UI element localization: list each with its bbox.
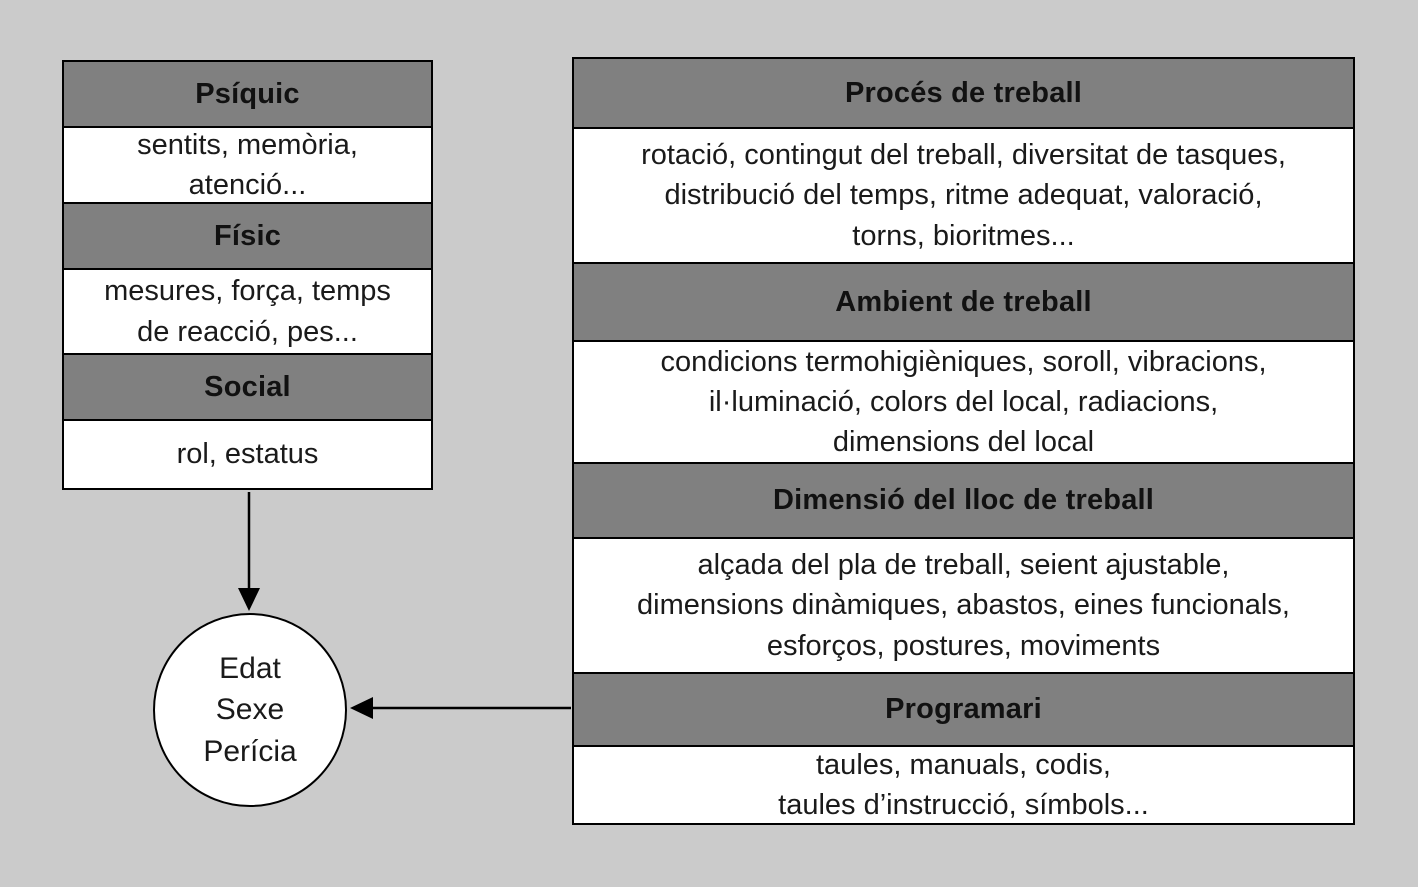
section-content-psiquic: sentits, memòria, atenció... <box>64 128 431 204</box>
section-header-proces-de-treball: Procés de treball <box>574 59 1353 129</box>
section-content-ambient-de-treball: condicions termohigièniques, soroll, vib… <box>574 342 1353 464</box>
section-content-dimensio-del-lloc: alçada del pla de treball, seient ajusta… <box>574 539 1353 674</box>
section-header-programari: Programari <box>574 674 1353 747</box>
work-factors-table: Procés de treball rotació, contingut del… <box>572 57 1355 825</box>
section-header-social: Social <box>64 355 431 421</box>
left-arrow <box>350 697 571 719</box>
individual-factors-circle: Edat Sexe Perícia <box>153 613 347 807</box>
down-arrow <box>238 492 260 611</box>
section-content-proces-de-treball: rotació, contingut del treball, diversit… <box>574 129 1353 264</box>
section-header-psiquic: Psíquic <box>64 62 431 128</box>
section-header-fisic: Físic <box>64 204 431 270</box>
section-content-social: rol, estatus <box>64 421 431 488</box>
section-header-ambient-de-treball: Ambient de treball <box>574 264 1353 342</box>
section-content-fisic: mesures, força, temps de reacció, pes... <box>64 270 431 355</box>
personal-capacities-table: Psíquic sentits, memòria, atenció... Fís… <box>62 60 433 490</box>
section-content-programari: taules, manuals, codis, taules d’instruc… <box>574 747 1353 823</box>
section-header-dimensio-del-lloc: Dimensió del lloc de treball <box>574 464 1353 539</box>
